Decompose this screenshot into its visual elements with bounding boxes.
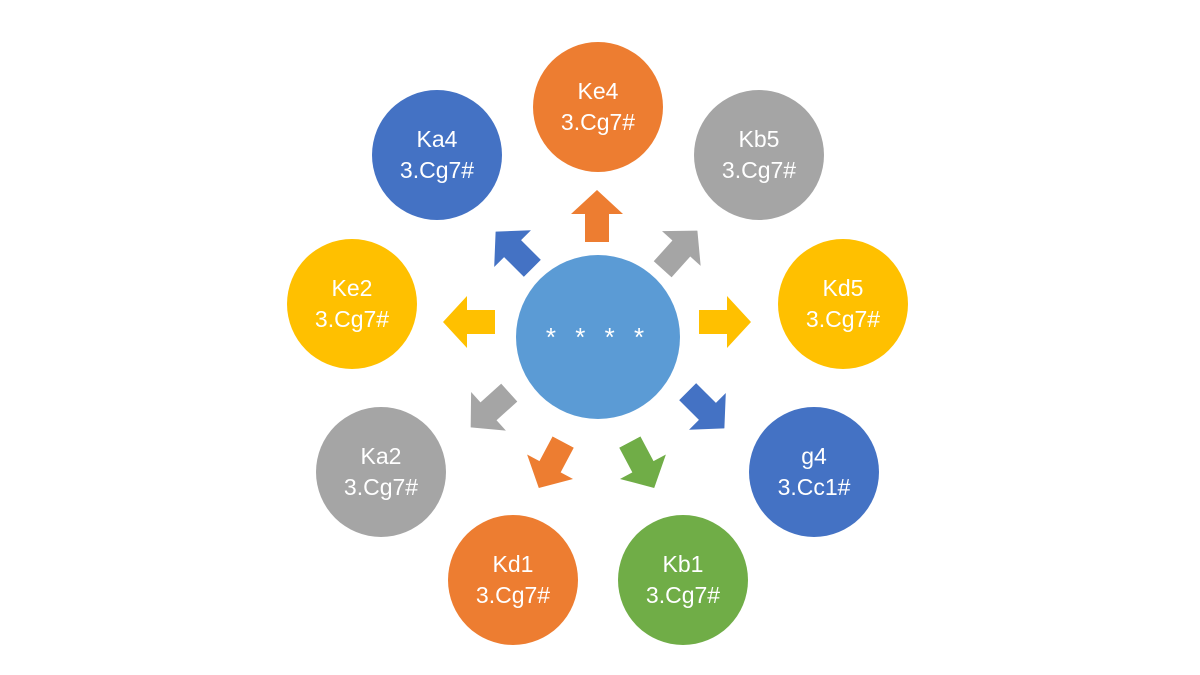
arrow-up-icon	[571, 190, 623, 242]
node-code: 3.Cg7#	[645, 582, 721, 608]
node-code: 3.Cg7#	[343, 474, 419, 500]
node-name: Ke4	[577, 78, 619, 104]
node-kd5: Kd5 3.Cg7#	[778, 239, 908, 369]
node-code: 3.Cg7#	[399, 157, 475, 183]
node-name: g4	[801, 443, 827, 469]
node-ke2: Ke2 3.Cg7#	[287, 239, 417, 369]
node-code: 3.Cg7#	[721, 157, 797, 183]
node-code: 3.Cg7#	[475, 582, 551, 608]
node-kb1: Kb1 3.Cg7#	[618, 515, 748, 645]
node-name: Kd1	[492, 551, 534, 577]
node-name: Ka4	[416, 126, 458, 152]
arrow-down-right-icon	[619, 436, 666, 488]
node-ka2: Ka2 3.Cg7#	[316, 407, 446, 537]
center-label: * * * *	[545, 321, 651, 352]
node-ka4: Ka4 3.Cg7#	[372, 90, 502, 220]
node-kd1: Kd1 3.Cg7#	[448, 515, 578, 645]
arrow-down-left-icon	[470, 383, 518, 431]
node-name: Kb5	[738, 126, 780, 152]
node-name: Kd5	[822, 275, 864, 301]
arrow-left-icon	[443, 296, 495, 348]
node-name: Kb1	[662, 551, 704, 577]
center-circle: * * * *	[516, 255, 680, 419]
node-kb5: Kb5 3.Cg7#	[694, 90, 824, 220]
node-code: 3.Cc1#	[777, 474, 851, 500]
node-ke4: Ke4 3.Cg7#	[533, 42, 663, 172]
arrow-right-icon	[699, 296, 751, 348]
arrow-up-right-icon	[653, 230, 701, 278]
node-code: 3.Cg7#	[805, 306, 881, 332]
arrow-down-left-icon	[527, 436, 574, 488]
arrow-down-right-icon	[679, 383, 726, 430]
arrow-up-left-icon	[494, 230, 541, 277]
node-code: 3.Cg7#	[560, 109, 636, 135]
node-g4: g4 3.Cc1#	[749, 407, 879, 537]
node-name: Ke2	[331, 275, 373, 301]
node-name: Ka2	[360, 443, 402, 469]
node-code: 3.Cg7#	[314, 306, 390, 332]
